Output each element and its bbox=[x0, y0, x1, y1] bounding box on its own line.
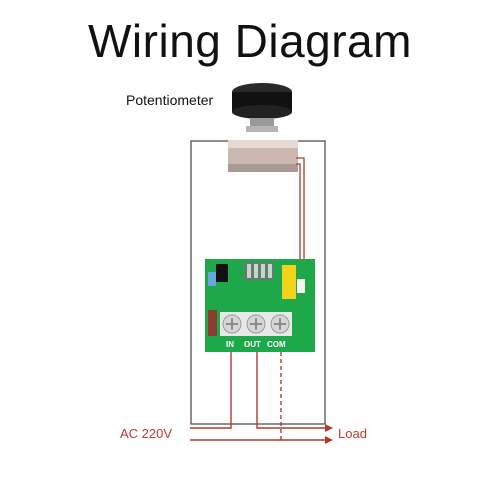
terminal-com-label: COM bbox=[267, 340, 286, 349]
terminal-out-label: OUT bbox=[244, 340, 261, 349]
terminal-wires bbox=[190, 352, 325, 441]
pcb-module bbox=[205, 259, 315, 352]
terminal-in-label: IN bbox=[226, 340, 234, 349]
potentiometer-wires bbox=[296, 157, 305, 268]
load-arrow-bottom bbox=[325, 436, 333, 444]
load-arrow-top bbox=[325, 424, 333, 432]
potentiometer-body bbox=[228, 140, 298, 172]
potentiometer-knob bbox=[232, 83, 292, 132]
load-label: Load bbox=[338, 426, 367, 441]
diagram-title: Wiring Diagram bbox=[88, 15, 412, 67]
supply-label: AC 220V bbox=[120, 426, 173, 441]
potentiometer-label: Potentiometer bbox=[126, 92, 214, 108]
